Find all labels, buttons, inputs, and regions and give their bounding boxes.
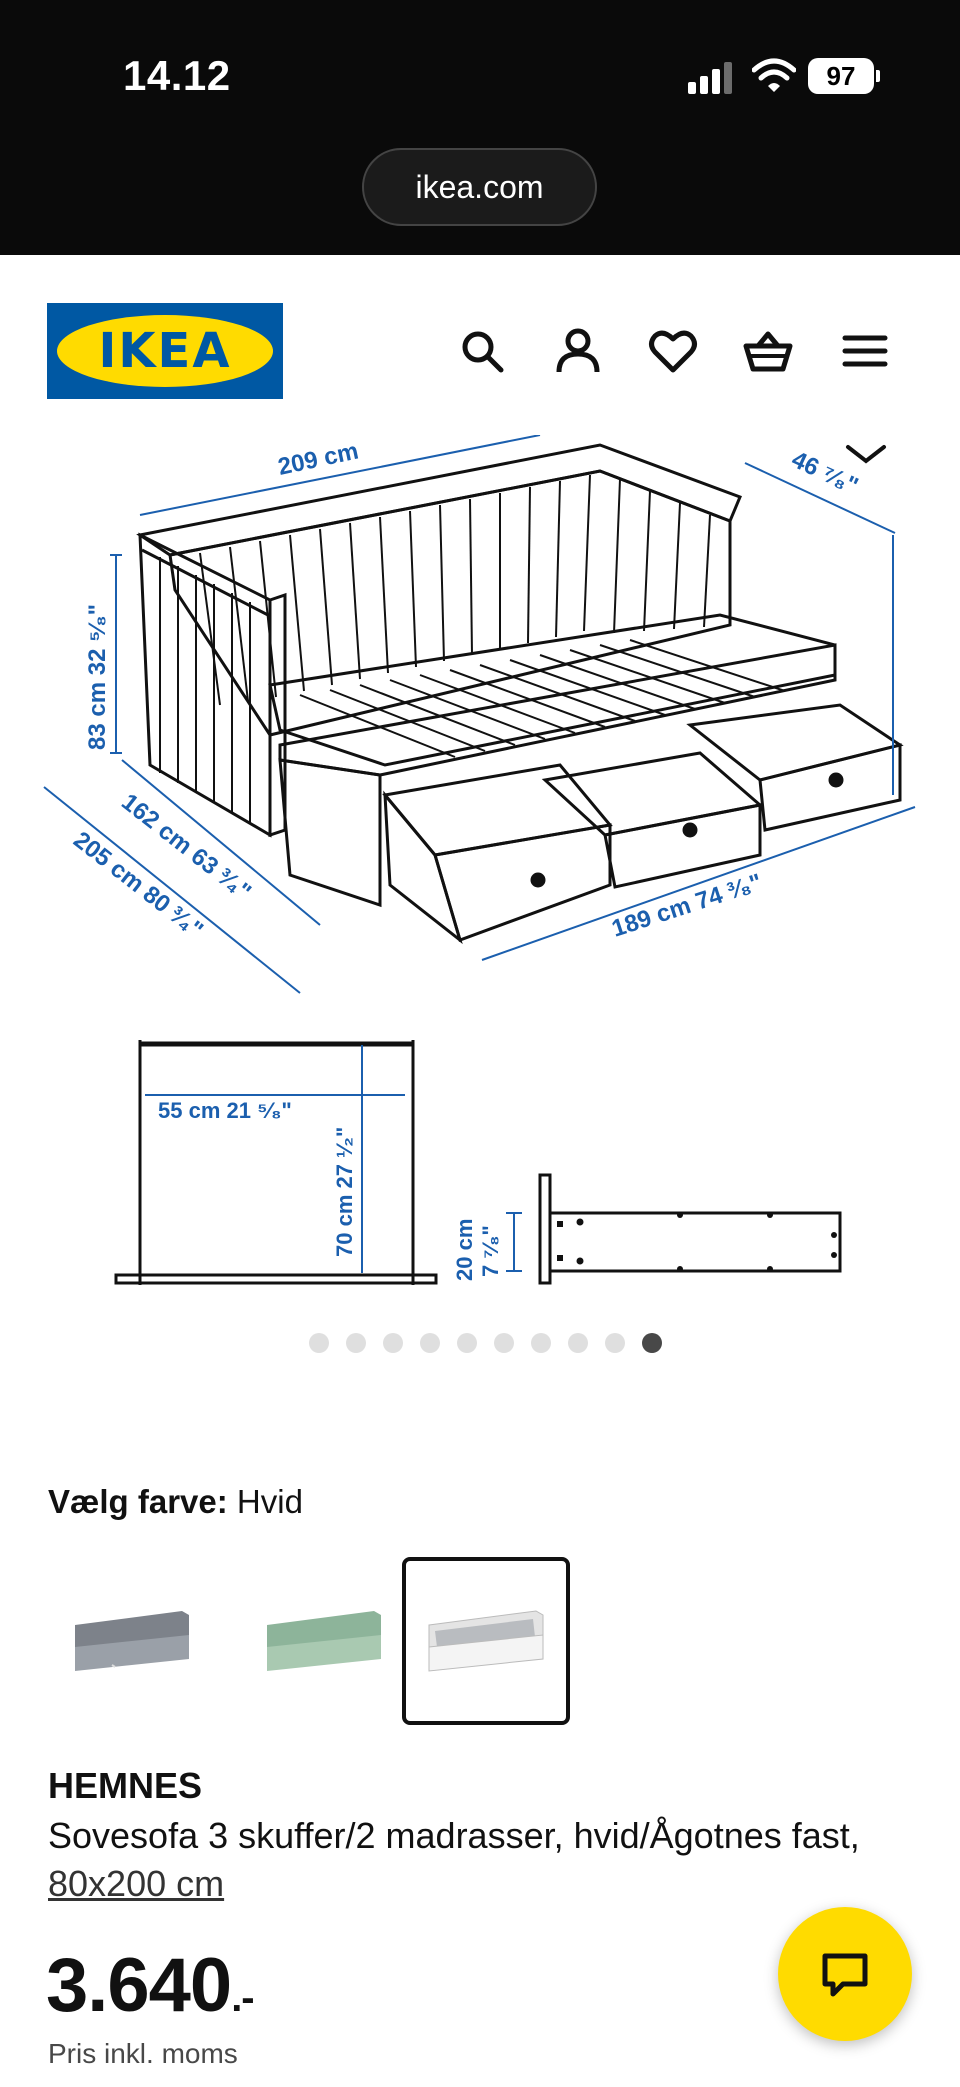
carousel-dot[interactable] bbox=[530, 1333, 551, 1353]
chevron-down-icon[interactable] bbox=[846, 445, 886, 464]
color-swatch-green[interactable] bbox=[240, 1557, 408, 1725]
chat-icon bbox=[822, 1953, 868, 1997]
status-time: 14.12 bbox=[123, 52, 231, 99]
logo-text: IKEA bbox=[98, 323, 232, 379]
size-link[interactable]: 80x200 cm bbox=[48, 1863, 225, 1904]
carousel-dot[interactable] bbox=[345, 1333, 366, 1353]
product-price: 3.640.- bbox=[46, 1942, 255, 2029]
search-icon[interactable] bbox=[457, 326, 507, 376]
status-bar: 14.12 97 ikea.com bbox=[0, 0, 960, 255]
basket-icon[interactable] bbox=[743, 326, 793, 376]
chat-button[interactable] bbox=[778, 1907, 912, 2041]
url-bar[interactable]: ikea.com bbox=[362, 148, 597, 226]
carousel-dot[interactable] bbox=[604, 1333, 625, 1353]
carousel-dot[interactable] bbox=[493, 1333, 514, 1353]
color-swatch-grey[interactable] bbox=[48, 1557, 216, 1725]
dim-seat-width: 55 cm 21 ⁵⁄₈" bbox=[158, 1098, 292, 1123]
dim-length: 189 cm 74 ³⁄₈" bbox=[609, 869, 766, 943]
dim-drawer-height-in: 7 ⁷⁄₈" bbox=[478, 1225, 503, 1277]
product-description-text: Sovesofa 3 skuffer/2 madrasser, hvid/Ågo… bbox=[48, 1815, 860, 1856]
wifi-icon bbox=[752, 58, 796, 92]
daybed-thumbnail-grey bbox=[75, 1611, 189, 1671]
color-swatch-white[interactable] bbox=[402, 1557, 570, 1725]
dim-depth-side: 46 ⁷⁄₈" bbox=[787, 446, 862, 500]
signal-icon bbox=[688, 62, 734, 94]
carousel-dot[interactable] bbox=[456, 1333, 477, 1353]
price-value: 3.640 bbox=[46, 1943, 232, 2028]
dimension-drawing: 209 cm 46 ⁷⁄₈" 83 cm 32 ⁵⁄₈" 162 cm 63 ³… bbox=[43, 435, 916, 1285]
selected-color: Hvid bbox=[236, 1483, 303, 1520]
battery-indicator: 97 bbox=[808, 58, 880, 94]
carousel-dot[interactable] bbox=[308, 1333, 329, 1353]
price-info: Pris inkl. moms bbox=[48, 2038, 238, 2069]
product-brand: HEMNES bbox=[48, 1765, 203, 1806]
product-image-carousel[interactable]: 209 cm 46 ⁷⁄₈" 83 cm 32 ⁵⁄₈" 162 cm 63 ³… bbox=[0, 435, 960, 1340]
color-label-title: Vælg farve: bbox=[48, 1483, 228, 1520]
daybed-thumbnail-white bbox=[428, 1610, 544, 1672]
ikea-logo[interactable]: IKEA bbox=[47, 303, 283, 399]
daybed-thumbnail-green bbox=[267, 1611, 381, 1671]
color-label: Vælg farve: Hvid bbox=[48, 1483, 303, 1521]
menu-icon[interactable] bbox=[840, 326, 890, 376]
logo-oval: IKEA bbox=[57, 315, 273, 387]
dim-drawer-height-cm: 20 cm bbox=[452, 1219, 477, 1281]
carousel-dot[interactable] bbox=[382, 1333, 403, 1353]
carousel-dot[interactable] bbox=[419, 1333, 440, 1353]
heart-icon[interactable] bbox=[648, 326, 698, 376]
product-description: Sovesofa 3 skuffer/2 madrasser, hvid/Ågo… bbox=[48, 1812, 898, 1908]
carousel-indicator bbox=[0, 1333, 960, 1357]
carousel-dot-active[interactable] bbox=[641, 1333, 662, 1353]
carousel-dot[interactable] bbox=[567, 1333, 588, 1353]
price-suffix: .- bbox=[231, 1976, 254, 2020]
account-icon[interactable] bbox=[553, 326, 603, 376]
dim-back-height: 70 cm 27 ¹⁄₂" bbox=[332, 1127, 357, 1257]
site-header: IKEA bbox=[0, 255, 960, 435]
dim-height: 83 cm 32 ⁵⁄₈" bbox=[84, 604, 111, 750]
